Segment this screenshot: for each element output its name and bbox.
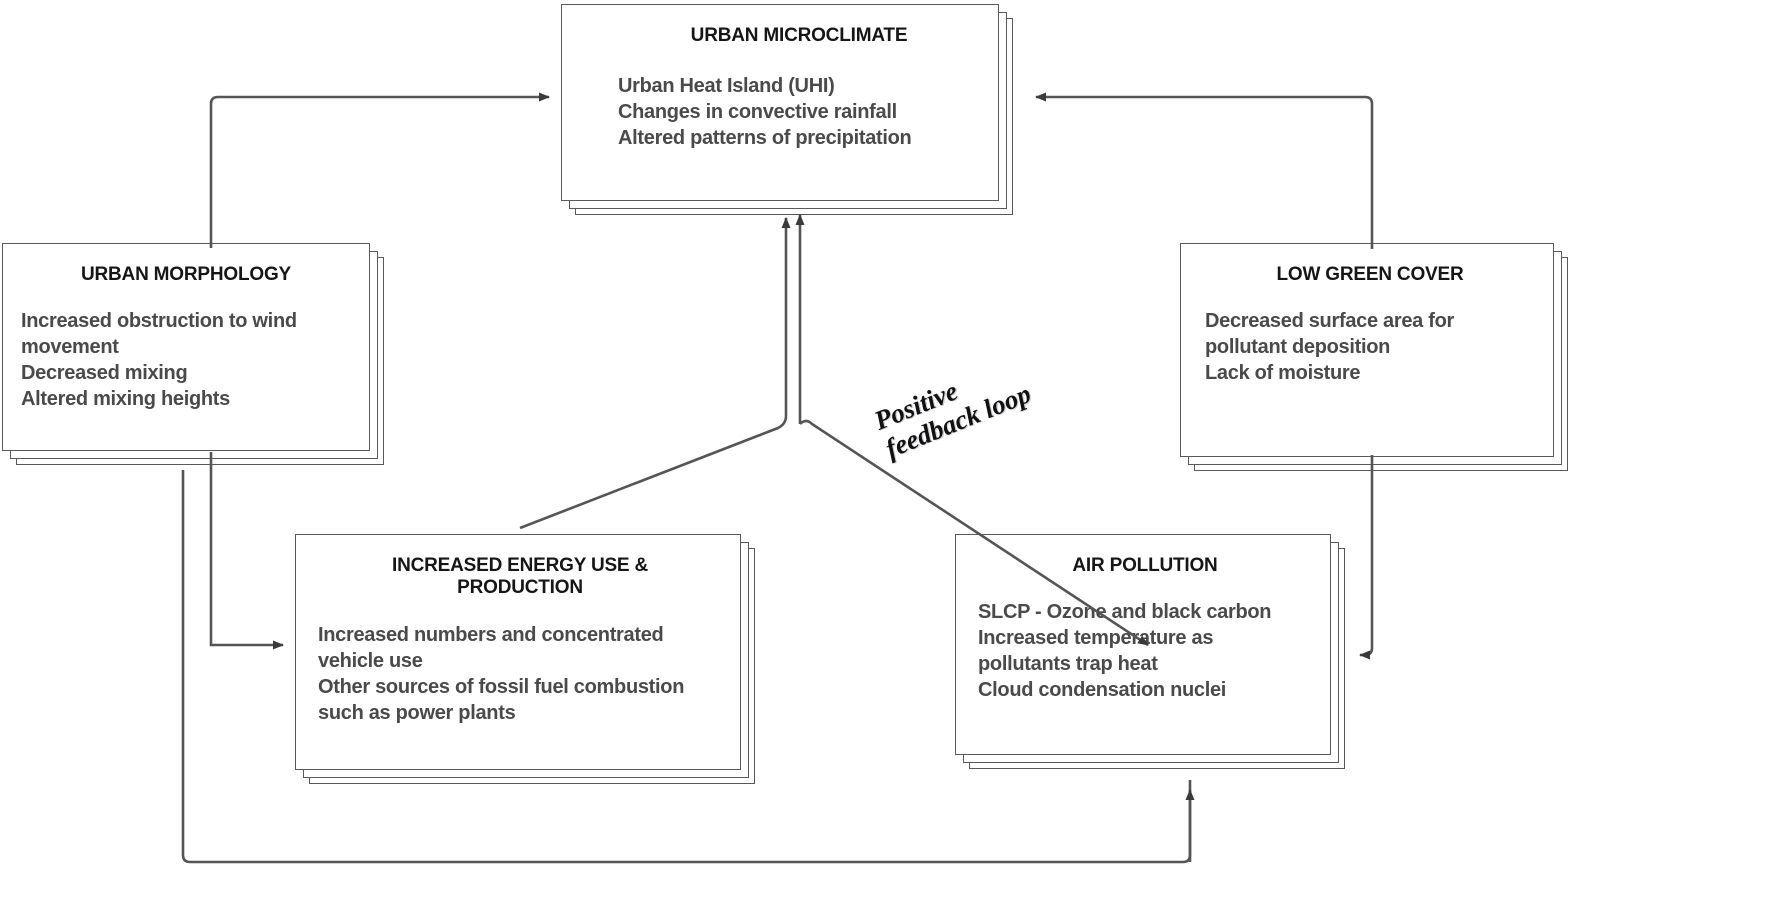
- node-body-line: Increased obstruction to wind: [21, 310, 297, 333]
- node-body-line: SLCP - Ozone and black carbon: [978, 601, 1272, 624]
- node-increased-energy-use[interactable]: INCREASED ENERGY USE & PRODUCTION Increa…: [295, 534, 755, 784]
- node-body-line: Decreased mixing: [21, 362, 188, 385]
- node-body-line: Increased numbers and concentrated: [318, 623, 664, 646]
- node-urban-morphology[interactable]: URBAN MORPHOLOGY Increased obstruction t…: [2, 243, 384, 465]
- node-body-line: Decreased surface area for: [1205, 310, 1455, 333]
- card-face: INCREASED ENERGY USE & PRODUCTION Increa…: [295, 534, 741, 770]
- node-body-line: Other sources of fossil fuel combustion: [318, 675, 685, 698]
- node-body-line: such as power plants: [318, 701, 516, 724]
- edge-greencover-to-microclimate: [1035, 92, 1374, 249]
- node-low-green-cover[interactable]: LOW GREEN COVER Decreased surface area f…: [1180, 243, 1568, 471]
- node-body-line: Altered mixing heights: [21, 388, 230, 411]
- edge-morphology-to-microclimate: [209, 92, 550, 248]
- node-body-line: pollutants trap heat: [978, 653, 1158, 676]
- node-urban-microclimate[interactable]: URBAN MICROCLIMATE Urban Heat Island (UH…: [561, 4, 1013, 215]
- annotation-positive-feedback-loop: Positive feedback loop: [870, 375, 1036, 464]
- card-face: URBAN MORPHOLOGY Increased obstruction t…: [2, 243, 370, 451]
- node-body-line: Cloud condensation nuclei: [978, 679, 1227, 702]
- node-body: Urban Heat Island (UHI) Changes in conve…: [618, 73, 980, 151]
- node-body: Increased numbers and concentrated vehic…: [318, 622, 722, 726]
- node-title: LOW GREEN COVER: [1276, 264, 1464, 285]
- node-air-pollution[interactable]: AIR POLLUTION SLCP - Ozone and black car…: [955, 534, 1345, 769]
- node-body-line: Urban Heat Island (UHI): [618, 75, 835, 98]
- node-body: Increased obstruction to wind movement D…: [21, 308, 351, 412]
- node-body-line: pollutant deposition: [1205, 336, 1391, 359]
- card-face: LOW GREEN COVER Decreased surface area f…: [1180, 243, 1554, 457]
- edge-energy-to-microclimate: [519, 217, 791, 530]
- edge-greencover-to-airpollution: [1359, 455, 1374, 660]
- node-body-line: movement: [21, 336, 119, 359]
- node-body-line: Increased temperature as: [978, 627, 1214, 650]
- node-title: URBAN MORPHOLOGY: [80, 264, 292, 285]
- node-body-line: Changes in convective rainfall: [618, 101, 897, 124]
- node-title: URBAN MICROCLIMATE: [690, 25, 908, 46]
- card-face: AIR POLLUTION SLCP - Ozone and black car…: [955, 534, 1331, 755]
- node-title: INCREASED ENERGY USE & PRODUCTION: [391, 555, 649, 599]
- node-body-line: Altered patterns of precipitation: [618, 127, 912, 150]
- node-title: AIR POLLUTION: [1072, 555, 1218, 576]
- node-body: Decreased surface area for pollutant dep…: [1205, 308, 1535, 386]
- node-body: SLCP - Ozone and black carbon Increased …: [978, 599, 1312, 703]
- card-face: URBAN MICROCLIMATE Urban Heat Island (UH…: [561, 4, 999, 201]
- edge-morphology-to-energy: [209, 452, 284, 650]
- node-body-line: Lack of moisture: [1205, 362, 1361, 385]
- node-body-line: vehicle use: [318, 649, 423, 672]
